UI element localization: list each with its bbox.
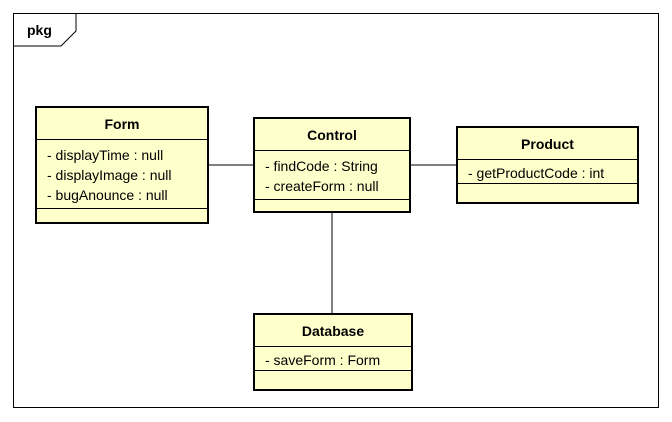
class-attribute: - saveForm : Form bbox=[265, 352, 381, 368]
class-attributes: - displayTime : null - displayImage : nu… bbox=[37, 140, 207, 209]
class-attribute: - findCode : String bbox=[265, 158, 378, 174]
class-attribute: - displayTime : null bbox=[47, 147, 164, 163]
class-operations bbox=[37, 209, 207, 219]
class-attributes: - getProductCode : int bbox=[458, 160, 637, 184]
class-name: Product bbox=[458, 128, 637, 160]
class-operations bbox=[255, 371, 411, 381]
class-attributes: - saveForm : Form bbox=[255, 347, 411, 371]
class-operations bbox=[458, 184, 637, 194]
class-attributes: - findCode : String - createForm : null bbox=[255, 151, 409, 200]
class-database[interactable]: Database - saveForm : Form bbox=[253, 313, 413, 391]
package-frame bbox=[13, 13, 659, 408]
class-product[interactable]: Product - getProductCode : int bbox=[456, 126, 639, 204]
class-control[interactable]: Control - findCode : String - createForm… bbox=[253, 117, 411, 213]
class-attribute: - bugAnounce : null bbox=[47, 187, 168, 203]
class-form[interactable]: Form - displayTime : null - displayImage… bbox=[35, 106, 209, 224]
package-tab bbox=[13, 13, 77, 47]
class-attribute: - createForm : null bbox=[265, 178, 379, 194]
class-operations bbox=[255, 200, 409, 210]
class-name: Database bbox=[255, 315, 411, 347]
class-name: Form bbox=[37, 108, 207, 140]
package-label: pkg bbox=[27, 22, 52, 38]
class-attribute: - getProductCode : int bbox=[468, 165, 605, 181]
class-name: Control bbox=[255, 119, 409, 151]
class-attribute: - displayImage : null bbox=[47, 167, 172, 183]
